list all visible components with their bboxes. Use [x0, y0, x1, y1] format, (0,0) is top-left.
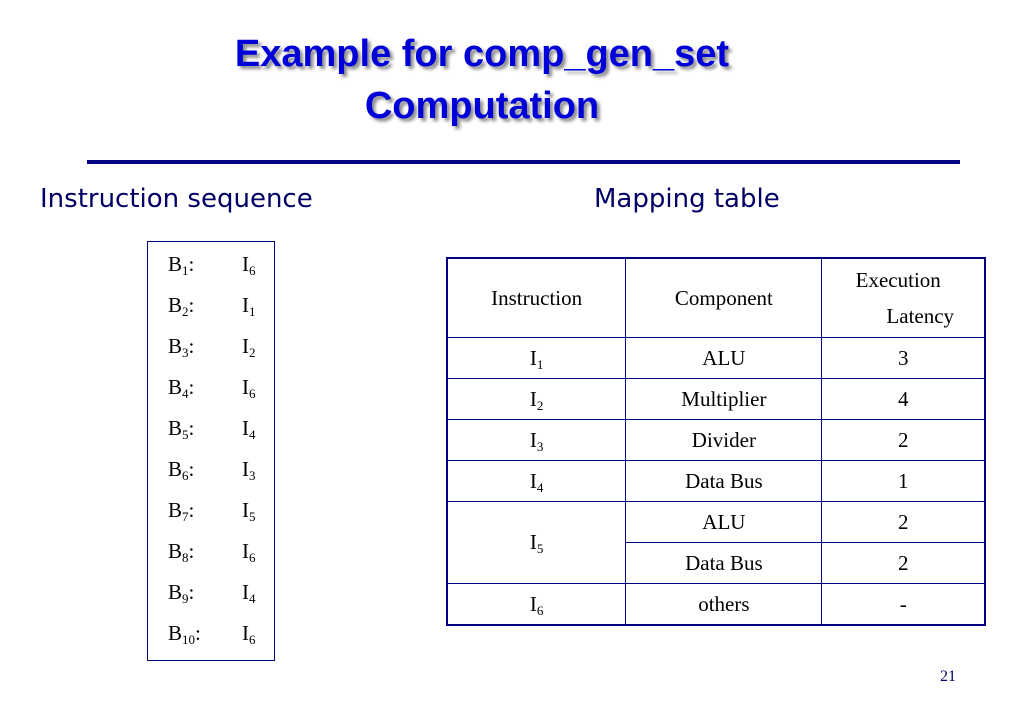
instruction-label: I5	[242, 498, 256, 524]
instruction-cell: I6	[446, 583, 627, 626]
sequence-row: B2: I1	[148, 283, 274, 324]
table-row: I4 Data Bus 1	[446, 460, 986, 502]
instruction-label: I4	[242, 580, 256, 606]
mapping-table: Instruction Component Execution Latency …	[446, 257, 986, 626]
latency-cell: 2	[821, 542, 986, 584]
instruction-label: I6	[242, 621, 256, 647]
latency-cell: 1	[821, 460, 986, 502]
block-label: B1:	[168, 252, 195, 278]
instruction-label: I6	[242, 539, 256, 565]
instruction-label: I6	[242, 375, 256, 401]
sequence-row: B6: I3	[148, 447, 274, 488]
component-cell: others	[625, 583, 823, 626]
latency-cell: 2	[821, 419, 986, 461]
block-label: B5:	[168, 416, 195, 442]
sequence-row: B10: I6	[148, 611, 274, 652]
instruction-label: I4	[242, 416, 256, 442]
instruction-cell: I3	[446, 419, 627, 461]
latency-cell: 2	[821, 501, 986, 543]
header-instruction: Instruction	[446, 257, 627, 338]
table-row: I6 others -	[446, 583, 986, 626]
instruction-label: I1	[242, 293, 256, 319]
sequence-row: B5: I4	[148, 406, 274, 447]
component-cell: Data Bus	[625, 542, 823, 584]
table-row: I2 Multiplier 4	[446, 378, 986, 420]
block-label: B9:	[168, 580, 195, 606]
instruction-cell: I2	[446, 378, 627, 420]
mapping-table-heading: Mapping table	[594, 184, 780, 214]
component-cell: ALU	[625, 337, 823, 379]
mapping-table-header-row: Instruction Component Execution Latency	[446, 257, 986, 338]
sequence-row: B9: I4	[148, 570, 274, 611]
sequence-row: B8: I6	[148, 529, 274, 570]
latency-cell: -	[821, 583, 986, 626]
table-row: I1 ALU 3	[446, 337, 986, 379]
table-row: Data Bus 2	[447, 542, 986, 584]
instruction-label: I6	[242, 252, 256, 278]
sequence-row: B1: I6	[148, 242, 274, 283]
instruction-sequence-box: B1: I6 B2: I1 B3: I2 B4: I6 B5: I4 B6: I…	[147, 241, 275, 661]
sequence-row: B4: I6	[148, 365, 274, 406]
slide-title-line-1: Example for comp_gen_set	[234, 33, 730, 75]
block-label: B2:	[168, 293, 195, 319]
block-label: B10:	[168, 621, 201, 647]
instruction-cell: I4	[446, 460, 627, 502]
instruction-cell: I1	[446, 337, 627, 379]
instruction-cell: I5	[446, 501, 627, 584]
header-execution-latency: Execution Latency	[821, 257, 986, 338]
slide-title-line-2: Computation	[364, 85, 600, 127]
latency-cell: 4	[821, 378, 986, 420]
block-label: B7:	[168, 498, 195, 524]
title-divider	[87, 160, 960, 164]
instruction-sequence-heading: Instruction sequence	[40, 184, 313, 214]
page-number: 21	[940, 668, 956, 685]
component-cell: Data Bus	[625, 460, 823, 502]
table-row: I3 Divider 2	[446, 419, 986, 461]
component-cell: Multiplier	[625, 378, 823, 420]
table-row: I5 ALU 2	[446, 501, 986, 584]
instruction-label: I2	[242, 334, 256, 360]
block-label: B4:	[168, 375, 195, 401]
slide-title: Example for comp_gen_set Computation	[0, 28, 964, 132]
component-cell: Divider	[625, 419, 823, 461]
component-cell: ALU	[625, 501, 823, 543]
block-label: B8:	[168, 539, 195, 565]
block-label: B6:	[168, 457, 195, 483]
block-label: B3:	[168, 334, 195, 360]
sequence-row: B3: I2	[148, 324, 274, 365]
latency-cell: 3	[821, 337, 986, 379]
sequence-row: B7: I5	[148, 488, 274, 529]
header-component: Component	[625, 257, 823, 338]
instruction-label: I3	[242, 457, 256, 483]
